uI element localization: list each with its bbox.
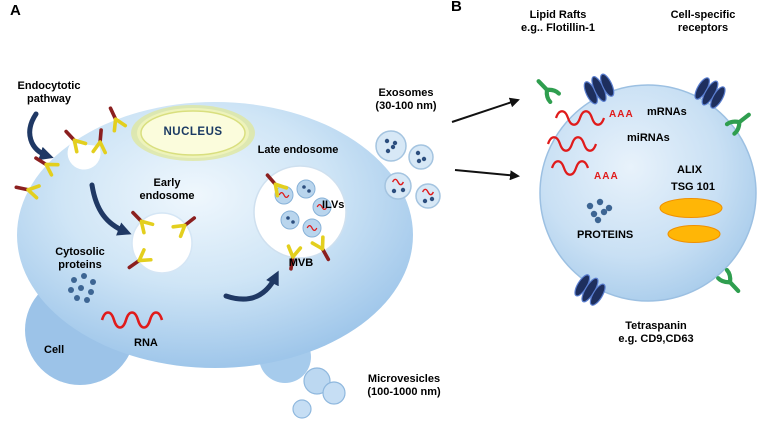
exosome-cluster bbox=[375, 130, 441, 209]
lipid-rafts-line2: e.g.. Flotillin-1 bbox=[521, 22, 595, 34]
microvesicles-line1: Microvesicles bbox=[367, 373, 441, 385]
microvesicle bbox=[303, 367, 331, 395]
nucleus-label: NUCLEUS bbox=[163, 126, 223, 138]
alix-ellipse bbox=[659, 198, 723, 218]
early-endosome-line2: endosome bbox=[139, 190, 195, 202]
panel-a-label: A bbox=[10, 2, 21, 19]
exosome-membrane bbox=[539, 84, 757, 302]
transfer-arrows bbox=[451, 97, 520, 181]
microvesicles-label: Microvesicles (100-1000 nm) bbox=[367, 373, 440, 399]
cell-specific-line2: receptors bbox=[677, 22, 729, 34]
protein-dot bbox=[291, 220, 295, 224]
cell-specific-line1: Cell-specific bbox=[670, 9, 736, 21]
tetraspanin-line2: e.g. CD9,CD63 bbox=[618, 333, 694, 345]
tetraspanin-label: Tetraspanin e.g. CD9,CD63 bbox=[618, 320, 693, 346]
mrna-squiggle-icon bbox=[550, 160, 590, 176]
protein-dot bbox=[286, 216, 290, 220]
ilv-vesicle bbox=[280, 210, 300, 230]
lipid-rafts-label: Lipid Rafts e.g.. Flotillin-1 bbox=[521, 9, 595, 35]
microvesicles bbox=[292, 367, 346, 419]
proteins-label: PROTEINS bbox=[577, 229, 634, 241]
arrow-icon bbox=[451, 97, 520, 123]
cytosolic-proteins-line2: proteins bbox=[58, 259, 102, 271]
mvb-label: MVB bbox=[288, 257, 314, 269]
aaa-bottom-label: AAA bbox=[594, 171, 619, 182]
rna-label: RNA bbox=[134, 337, 158, 349]
exosomes-line2: (30-100 nm) bbox=[375, 100, 437, 112]
mrna-squiggle-icon bbox=[554, 110, 606, 126]
aaa-top-label: AAA bbox=[609, 109, 634, 120]
exosomes-label: Exosomes (30-100 nm) bbox=[375, 87, 436, 113]
nucleus-shape bbox=[131, 105, 255, 161]
endocytotic-pathway-line2: pathway bbox=[26, 93, 72, 105]
cytosolic-protein-dots bbox=[68, 273, 96, 303]
lipid-rafts-line1: Lipid Rafts bbox=[529, 9, 587, 21]
green-receptor-icon bbox=[718, 270, 742, 295]
ilv-vesicles bbox=[274, 179, 332, 238]
mvb-shape bbox=[253, 165, 347, 272]
early-endosome-shape bbox=[124, 206, 200, 275]
tetraspanin-line1: Tetraspanin bbox=[625, 320, 687, 332]
ilv-vesicle bbox=[296, 179, 316, 199]
protein-dot bbox=[307, 189, 311, 193]
early-endosome-line1: Early bbox=[153, 177, 181, 189]
curved-arrow-icon bbox=[223, 270, 279, 302]
tsg101-label: TSG 101 bbox=[671, 181, 716, 193]
exosomes-line1: Exosomes bbox=[378, 87, 434, 99]
tsg101-ellipse bbox=[667, 225, 721, 243]
cell-label: Cell bbox=[44, 344, 65, 356]
exosome-cargo-dots bbox=[384, 138, 435, 204]
exosome-vesicle bbox=[408, 144, 434, 170]
mrnas-label: mRNAs bbox=[647, 106, 687, 118]
late-endosome-label: Late endosome bbox=[257, 144, 339, 156]
mirna-squiggle-icon bbox=[546, 136, 598, 152]
cytosolic-proteins-line1: Cytosolic bbox=[55, 246, 105, 258]
ilvs-label: ILVs bbox=[322, 199, 345, 211]
exosome-vesicle bbox=[415, 183, 441, 209]
mirnas-label: miRNAs bbox=[627, 132, 670, 144]
microvesicle bbox=[322, 381, 346, 405]
green-receptor-icon bbox=[534, 77, 559, 102]
microvesicles-line2: (100-1000 nm) bbox=[367, 386, 441, 398]
exosome-vesicle bbox=[375, 130, 407, 162]
endocytotic-pathway-line1: Endocytotic bbox=[17, 80, 81, 92]
cell-specific-receptors-label: Cell-specific receptors bbox=[671, 9, 736, 35]
exosome-protein-dots bbox=[586, 198, 613, 224]
cytosolic-proteins-label: Cytosolic proteins bbox=[55, 246, 105, 272]
arrow-icon bbox=[454, 169, 520, 181]
early-endosome-label: Early endosome bbox=[139, 177, 194, 203]
alix-label: ALIX bbox=[677, 164, 703, 176]
curved-arrow-icon bbox=[27, 111, 54, 161]
rna-squiggle-icon bbox=[100, 311, 164, 329]
endocytosis-flow-arrows bbox=[27, 111, 279, 302]
endocytotic-pathway-label: Endocytotic pathway bbox=[18, 80, 81, 106]
exosome-vesicle bbox=[384, 172, 412, 200]
exosome-rna-squiggles bbox=[546, 110, 606, 176]
protein-dot bbox=[302, 185, 306, 189]
microvesicle bbox=[292, 399, 312, 419]
panel-b-label: B bbox=[451, 0, 462, 15]
curved-arrow-icon bbox=[89, 182, 132, 236]
